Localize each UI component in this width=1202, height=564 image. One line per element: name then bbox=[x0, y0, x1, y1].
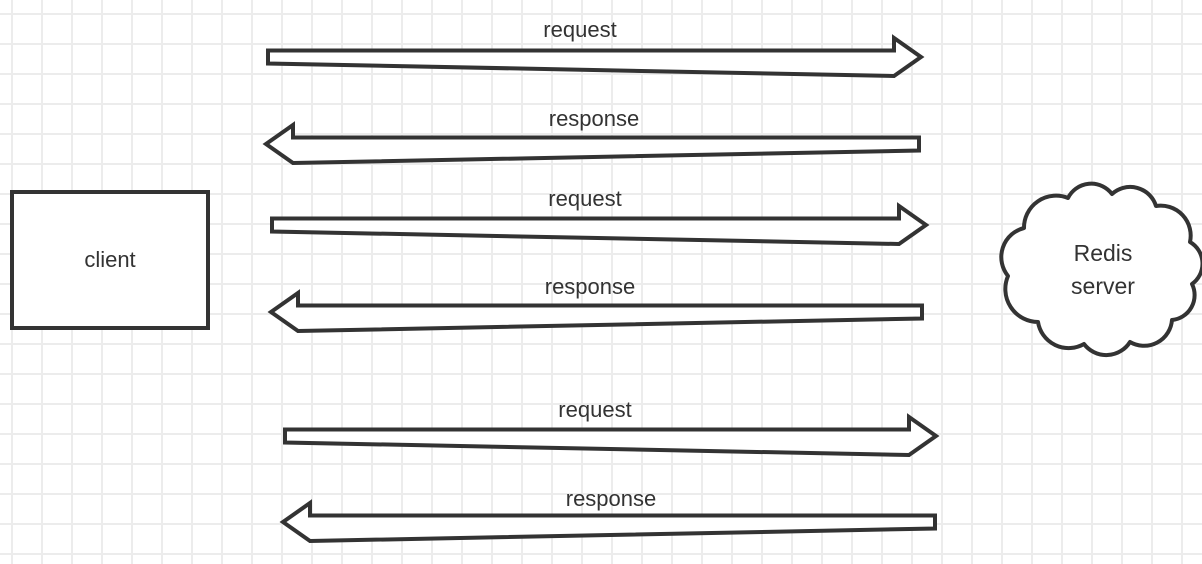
request-arrow-1 bbox=[266, 34, 925, 79]
response-arrow-1 bbox=[262, 121, 921, 166]
response-arrow-3 bbox=[279, 499, 937, 544]
client-node: client bbox=[10, 190, 210, 330]
message-label-response-1: response bbox=[548, 106, 640, 131]
request-arrow-2 bbox=[270, 202, 930, 247]
client-label: client bbox=[84, 247, 136, 272]
server-label-line2: server bbox=[1071, 273, 1135, 299]
server-label-line1: Redis bbox=[1073, 240, 1133, 266]
message-label-request-1: request bbox=[543, 17, 617, 42]
message-label-response-3: response bbox=[565, 486, 657, 511]
message-label-response-2: response bbox=[544, 274, 636, 299]
response-arrow-2 bbox=[267, 289, 924, 334]
server-label: Redis server bbox=[1003, 237, 1202, 303]
message-label-request-2: request bbox=[548, 186, 622, 211]
message-label-request-3: request bbox=[558, 397, 632, 422]
request-arrow-3 bbox=[283, 413, 940, 458]
